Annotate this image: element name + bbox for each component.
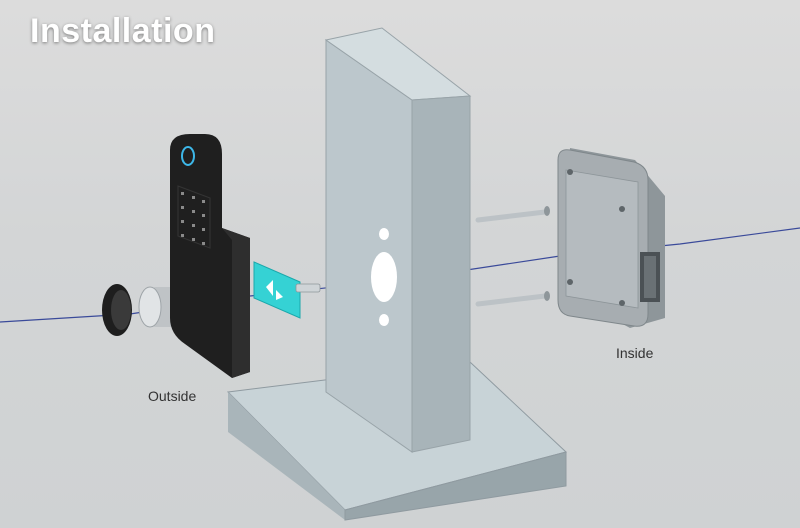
- screw-top: [475, 206, 550, 223]
- spindle-outer: [295, 283, 321, 293]
- inside-label: Inside: [616, 345, 654, 361]
- inner-lock-box: [557, 148, 665, 328]
- fingerprint-sensor-icon: [181, 146, 195, 166]
- keypad-lock: [170, 134, 250, 378]
- keypad-buttons: [181, 192, 205, 245]
- door-hole-large: [371, 252, 397, 302]
- door-slab: [324, 27, 472, 453]
- door-hole-small-top: [379, 228, 389, 240]
- gasket-plate: [253, 261, 301, 319]
- door-hole-small-bottom: [379, 314, 389, 326]
- knob: [102, 284, 132, 336]
- screw-bottom: [475, 291, 550, 307]
- outside-label: Outside: [148, 388, 197, 404]
- page-title: Installation: [30, 12, 216, 50]
